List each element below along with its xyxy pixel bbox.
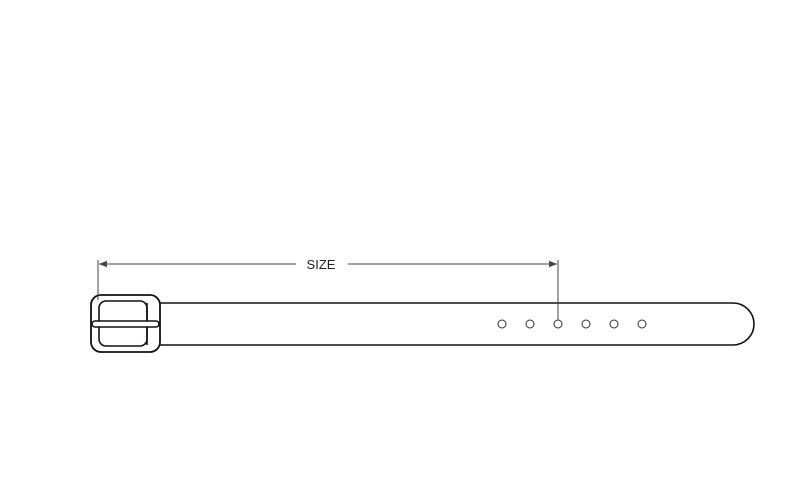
belt-hole bbox=[637, 319, 647, 329]
belt-hole bbox=[609, 319, 619, 329]
size-dimension: SIZE bbox=[97, 257, 559, 320]
belt-hole bbox=[497, 319, 507, 329]
belt-hole bbox=[525, 319, 535, 329]
dimension-label: SIZE bbox=[307, 257, 336, 272]
belt-holes bbox=[497, 319, 647, 329]
buckle-prong-bar bbox=[91, 320, 160, 328]
belt-buckle bbox=[90, 294, 161, 353]
belt-strap bbox=[148, 302, 755, 346]
belt-hole bbox=[581, 319, 591, 329]
belt-hole bbox=[553, 319, 563, 329]
